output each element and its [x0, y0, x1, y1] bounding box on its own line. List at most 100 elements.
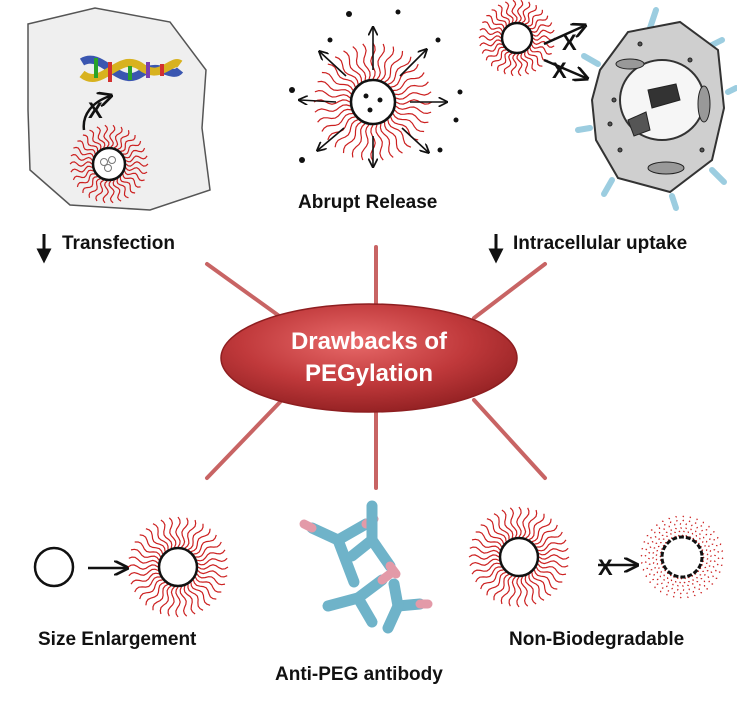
peg-chain — [125, 155, 148, 163]
peg-nanoparticle — [313, 42, 433, 162]
peg-chain — [362, 43, 371, 80]
peg-chain — [479, 39, 502, 47]
peg-chain — [538, 560, 569, 568]
peg-chain — [394, 81, 429, 96]
blocked-x-mark: X — [552, 58, 567, 83]
peg-chain — [531, 518, 552, 543]
peg-chain — [395, 105, 432, 115]
peg-chain — [334, 119, 359, 148]
blocked-x-mark: X — [88, 98, 103, 123]
peg-chain — [491, 49, 507, 67]
peg-chain — [190, 582, 211, 606]
peg-chain — [184, 519, 197, 549]
peg-chain — [640, 547, 662, 555]
peg-chain — [122, 140, 142, 155]
peg-chain — [175, 516, 181, 548]
peg-chain — [511, 0, 518, 23]
label-size-enlargement: Size Enlargement — [38, 629, 197, 650]
peg-chain — [538, 547, 569, 556]
peg-chain — [96, 126, 106, 149]
peg-chain — [527, 9, 543, 27]
peg-chain — [692, 520, 705, 540]
peg-chain — [69, 161, 93, 167]
peg-chain — [537, 563, 567, 576]
nanoparticle-core — [91, 146, 127, 182]
peg-chain — [521, 1, 531, 24]
peg-chain — [160, 519, 173, 549]
peg-chain — [327, 116, 356, 141]
peg-chain — [645, 534, 665, 547]
peg-chain — [701, 563, 722, 573]
peg-chain — [327, 63, 356, 88]
peg-chain — [699, 567, 719, 580]
peg-chain — [321, 112, 354, 132]
peg-chain — [139, 534, 164, 555]
peg-chain — [196, 573, 226, 586]
peg-chain — [534, 524, 558, 545]
center-ellipse — [220, 303, 518, 413]
peg-chain — [82, 134, 99, 152]
antibody-icon — [322, 569, 395, 628]
peg-chain — [702, 559, 724, 567]
organelles — [607, 41, 711, 175]
peg-chain — [532, 29, 555, 37]
peg-chain — [394, 109, 429, 124]
non-biodegradable-illustration: X — [468, 506, 725, 608]
peg-chain — [152, 583, 169, 611]
peg-chain — [480, 524, 505, 545]
peg-chain — [528, 574, 545, 601]
peg-chain — [666, 576, 676, 597]
peg-chain — [360, 124, 370, 161]
peg-chain — [531, 572, 552, 596]
peg-chain — [509, 507, 518, 538]
peg-chain — [352, 46, 367, 81]
peg-chain — [197, 564, 229, 570]
label-non-biodegradable: Non-Biodegradable — [509, 629, 685, 650]
peg-chain — [342, 121, 362, 154]
peg-chain — [523, 51, 537, 72]
peg-chain — [370, 42, 376, 80]
peg-chain — [529, 15, 549, 30]
peg-chain — [370, 124, 376, 162]
peg-chain — [102, 180, 109, 204]
peg-chain — [536, 531, 563, 548]
antibody-icon — [299, 514, 379, 588]
peg-chain — [167, 586, 175, 617]
peg-chain — [168, 517, 177, 548]
peg-chain — [479, 28, 502, 36]
peg-chain — [183, 585, 196, 615]
nanoparticle-core — [498, 536, 540, 578]
peg-chain — [187, 523, 204, 551]
abrupt-release-illustration — [289, 9, 463, 167]
peg-chain — [119, 176, 136, 194]
peg-chain — [159, 585, 172, 615]
peg-chain — [538, 554, 570, 560]
peg-chain — [123, 170, 145, 182]
label-transfection: Transfection — [62, 233, 175, 254]
peg-chain — [480, 569, 504, 590]
peg-chain — [376, 43, 386, 80]
bare-nanoparticle — [33, 546, 75, 588]
released-drug-dots — [289, 9, 463, 163]
peg-chain — [525, 509, 538, 539]
peg-chain — [384, 50, 404, 83]
peg-chain — [471, 538, 501, 551]
peg-chain — [70, 153, 93, 161]
peg-chain — [482, 21, 503, 32]
peg-chain — [194, 576, 222, 593]
peg-chain — [642, 541, 663, 551]
peg-nanoparticle — [468, 506, 570, 608]
peg-chain — [673, 515, 681, 537]
peg-chain — [317, 108, 352, 123]
peg-chain — [493, 513, 510, 540]
peg-chain — [145, 528, 166, 552]
blocked-x-mark: X — [598, 555, 613, 580]
peg-chain — [127, 564, 159, 570]
peg-chain — [134, 576, 161, 593]
peg-chain — [70, 165, 93, 173]
peg-chain — [197, 557, 228, 566]
peg-chain — [469, 558, 500, 567]
peg-chain — [125, 167, 148, 175]
